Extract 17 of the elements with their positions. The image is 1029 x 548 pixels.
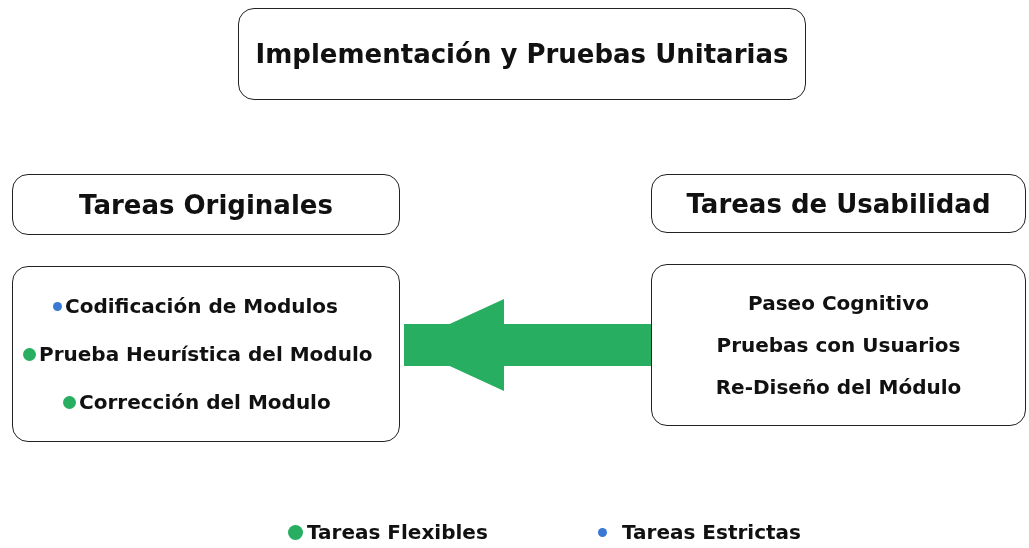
list-item: Corrección del Modulo <box>79 390 331 414</box>
heading-box <box>12 174 400 235</box>
legend-label: Tareas Estrictas <box>622 520 801 544</box>
legend-label: Tareas Flexibles <box>307 520 488 544</box>
list-item: Prueba Heurística del Modulo <box>39 342 373 366</box>
heading-box <box>651 174 1026 233</box>
list-item: Paseo Cognitivo <box>748 291 929 315</box>
heading-box <box>238 8 806 100</box>
block-arrow <box>404 299 651 391</box>
heading: Tareas de Usabilidad <box>686 188 991 219</box>
list-item: Re-Diseño del Módulo <box>715 375 962 399</box>
list-box <box>12 266 400 442</box>
list-item: Codificación de Modulos <box>65 294 338 318</box>
list-box <box>651 264 1026 426</box>
heading: Implementación y Pruebas Unitarias <box>255 39 789 69</box>
heading: Tareas Originales <box>79 189 333 220</box>
list-item: Pruebas con Usuarios <box>716 333 961 357</box>
